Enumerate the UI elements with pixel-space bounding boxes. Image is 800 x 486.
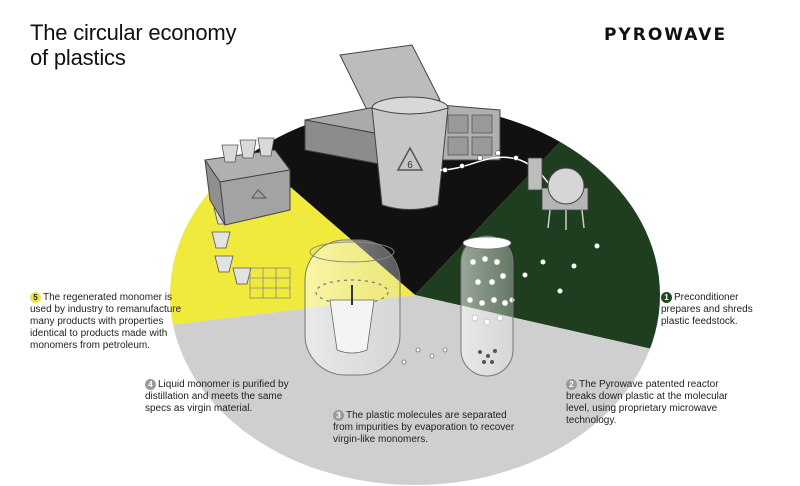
recycling-bin-illustration — [204, 137, 291, 226]
step-1-line-2: prepares and shreds — [661, 304, 753, 315]
step-5-line-5: monomers from petroleum. — [30, 340, 151, 351]
quadrant-gray — [170, 295, 660, 485]
step-1-number: 1 — [661, 292, 672, 303]
title-line-1: The circular economy — [30, 20, 237, 45]
step-4-line-1: Liquid monomer is purified by — [158, 379, 289, 390]
step-3-line-3: virgin-like monomers. — [333, 434, 429, 445]
step-5-line-1: The regenerated monomer is — [43, 292, 172, 303]
preconditioner-tank-illustration — [527, 157, 589, 230]
bin-recycle-icon — [251, 189, 268, 199]
step-5-line-4: identical to products made with — [30, 328, 168, 339]
brand-logo: PYROWAVE — [604, 25, 728, 45]
step-1-line-3: plastic feedstock. — [661, 316, 738, 327]
step-3-number: 3 — [333, 410, 344, 421]
step-2-number: 2 — [566, 379, 577, 390]
transfer-dots — [401, 347, 448, 365]
plastic-cup-illustration: 6 — [371, 96, 449, 210]
reactor-column-illustration — [460, 235, 514, 377]
step-2-line-1: The Pyrowave patented reactor — [579, 379, 719, 390]
step-5-number: 5 — [30, 292, 41, 303]
step-3-line-2: from impurities by evaporation to recove… — [333, 422, 515, 433]
step-5-line-3: many products with properties — [30, 316, 164, 327]
step-1-line-1: Preconditioner — [674, 292, 739, 303]
step-2-line-4: technology. — [566, 415, 617, 426]
step-2-line-3: level, using proprietary microwave — [566, 403, 718, 414]
recycle-number: 6 — [407, 160, 413, 171]
recycle-symbol-icon — [396, 146, 424, 171]
step-5-line-2: used by industry to remanufacture — [30, 304, 182, 315]
step-4-number: 4 — [145, 379, 156, 390]
page-title: The circular economy of plastics — [30, 20, 237, 70]
evaporator-vessel-illustration — [304, 239, 401, 376]
step-2-line-2: breaks down plastic at the molecular — [566, 391, 728, 402]
title-line-2: of plastics — [30, 45, 126, 70]
step-4-line-3: specs as virgin material. — [145, 403, 253, 414]
step-3-line-1: The plastic molecules are separated — [346, 410, 507, 421]
step-4-line-2: distillation and meets the same — [145, 391, 283, 402]
conveyor-rack-illustration — [249, 267, 291, 299]
